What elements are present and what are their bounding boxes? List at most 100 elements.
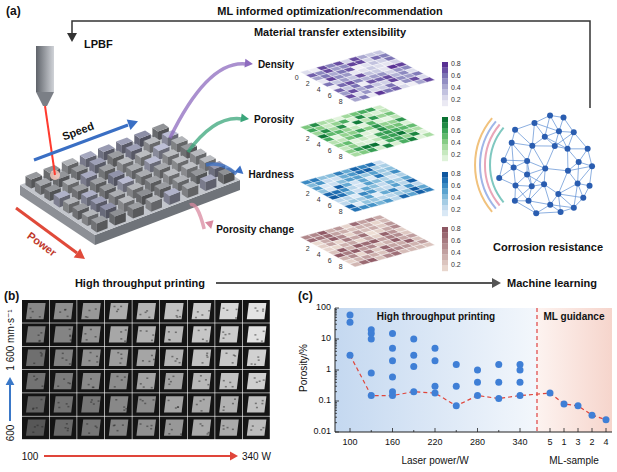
colorbar [442,178,448,184]
cube-top [72,184,89,192]
colorbar [442,172,448,178]
network-neuron [571,129,577,135]
surface-speckle [203,399,205,401]
y-tick [335,432,339,433]
surface-speckle [251,363,253,365]
y-tick [335,370,339,371]
surface-speckle [140,330,142,332]
surface-speckle [39,316,41,318]
surface-speckle [170,381,172,383]
cube-top [134,131,151,139]
sample-photo [188,393,215,416]
heatmap-tick: 4 [317,251,321,259]
surface-speckle [232,362,234,364]
colorbar [442,194,448,200]
network-neuron [556,128,562,134]
surface-speckle [65,427,67,429]
y-tick [335,405,337,406]
workflow-step: Machine learning [507,277,597,289]
signal-arc [490,128,504,203]
property-label: Porosity change [216,224,294,235]
axis-tick: 340 [512,438,527,448]
surface-speckle [96,356,98,358]
cube-top [91,216,108,224]
arrow-head [74,249,85,259]
surface-speckle [201,314,203,316]
axis-tick: 220 [427,438,442,448]
heatmap [300,215,448,271]
y-tick [335,351,337,352]
signal-arc [475,118,492,212]
surface-speckle [148,317,150,319]
axis-label: 340 W [242,451,271,462]
y-tick [335,309,337,310]
surface-speckle [207,433,209,435]
surface-speckle [120,353,122,355]
sample-surface [54,373,74,389]
cube-top [63,197,80,205]
arrow-head [235,166,244,175]
surface-speckle [175,332,177,334]
surface-speckle [117,309,119,311]
sample-surface [219,373,239,389]
sample-surface [26,326,46,342]
cube-top [35,178,52,186]
data-point [389,357,396,364]
power-axis-arrow [44,455,231,457]
sample-surface [247,350,267,366]
cube-top [109,189,126,197]
surface-speckle [66,403,68,405]
data-point [453,383,460,390]
cube-top [153,143,170,151]
y-tick [335,379,337,380]
network-link [568,166,592,171]
colorbar-tick: 0.4 [451,194,461,202]
surface-speckle [261,403,263,405]
surface-speckle [64,309,66,311]
sample-photo [160,323,187,346]
colorbar [442,183,448,189]
cube-top [116,137,133,145]
surface-speckle [95,425,97,427]
sample-surface [136,420,156,436]
workflow-step: High throughput printing [75,277,205,289]
data-point [575,402,582,409]
surface-speckle [116,376,118,378]
surface-speckle [256,407,258,409]
x-tick [413,430,414,432]
surface-speckle [260,429,262,431]
sample-photo [188,323,215,346]
surface-speckle [150,428,152,430]
network-neuron [524,158,530,164]
network-link [545,115,550,136]
arrow-head [240,114,249,123]
network-neuron [552,143,558,149]
panel-letter: (c) [298,290,313,303]
surface-speckle [223,337,225,339]
surface-speckle [232,386,234,388]
surface-speckle [32,311,34,313]
y-tick [335,360,337,361]
cube-top [164,188,181,196]
network-neuron [529,143,535,149]
surface-speckle [207,384,209,386]
surface-speckle [151,425,153,427]
network-neuron [547,112,553,118]
cube-top [154,182,171,190]
sample-photo [160,370,187,393]
colorbar-tick: 0.4 [451,249,461,257]
network-link [545,146,555,168]
surface-speckle [262,310,264,312]
surface-speckle [223,409,225,411]
surface-speckle [223,428,225,430]
sample-surface [192,420,212,436]
surface-speckle [40,332,42,334]
surface-speckle [172,376,174,378]
cube-top [107,151,124,159]
y-tick [335,342,337,343]
data-point [517,379,524,386]
heatmap [300,50,448,106]
surface-speckle [262,308,264,310]
surface-speckle [197,311,199,313]
network-neuron [575,180,581,186]
